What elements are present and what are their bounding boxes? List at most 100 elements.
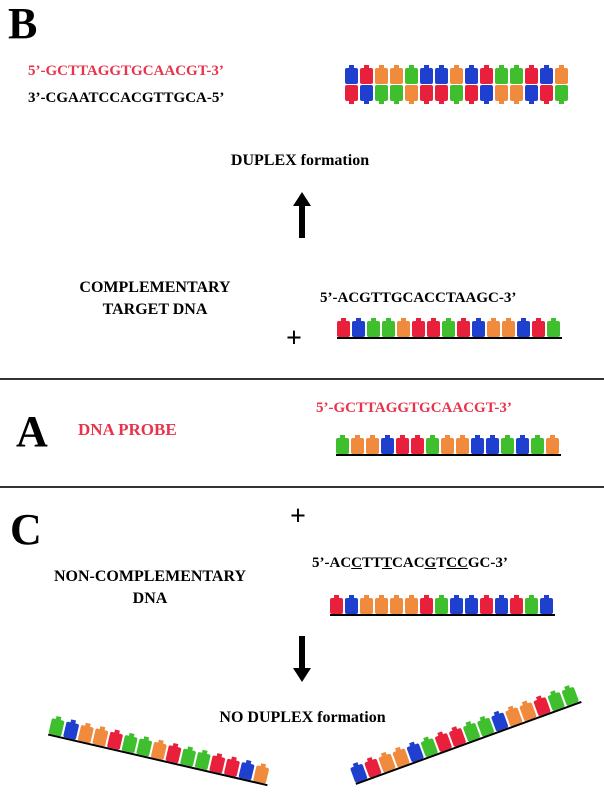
- base-block-G: [517, 321, 530, 337]
- base-notch: [499, 100, 504, 104]
- complementary-sequence: 5’-ACGTTGCACCTAAGC-3’: [320, 290, 517, 306]
- base-notch: [394, 595, 399, 599]
- no-duplex-formation-label: NO DUPLEX formation: [219, 709, 386, 726]
- base-notch: [484, 100, 489, 104]
- base-block-A: [405, 68, 418, 84]
- base-block-G: [345, 598, 358, 614]
- base-block-G: [420, 68, 433, 84]
- base-notch: [84, 722, 91, 728]
- base-block-A: [194, 752, 211, 770]
- base-notch: [172, 742, 179, 748]
- base-notch: [535, 695, 543, 701]
- base-block-A: [426, 438, 439, 454]
- base-block-C: [411, 438, 424, 454]
- base-block-G: [406, 743, 424, 762]
- base-block-C: [540, 85, 553, 101]
- base-notch: [491, 318, 496, 322]
- non-complementary-label-line2: DNA: [132, 590, 168, 607]
- complementary-label-line2: TARGET DNA: [102, 301, 208, 318]
- base-block-A: [421, 738, 438, 757]
- base-notch: [394, 65, 399, 69]
- base-notch: [340, 435, 345, 439]
- base-notch: [529, 100, 534, 104]
- base-block-G: [491, 712, 509, 732]
- base-notch: [439, 100, 444, 104]
- base-notch: [505, 435, 510, 439]
- base-block-A: [510, 68, 523, 84]
- base-notch: [394, 100, 399, 104]
- base-block-G: [480, 85, 493, 101]
- base-notch: [245, 759, 252, 765]
- base-block-A: [382, 321, 395, 337]
- base-block-T: [397, 321, 410, 337]
- base-block-G: [63, 721, 79, 740]
- base-block-C: [330, 598, 343, 614]
- base-notch: [409, 100, 414, 104]
- base-notch: [370, 435, 375, 439]
- base-notch: [128, 732, 135, 738]
- base-block-T: [390, 598, 403, 614]
- base-notch: [400, 435, 405, 439]
- base-block-G: [540, 68, 553, 84]
- base-block-A: [561, 687, 579, 706]
- base-block-A: [531, 438, 544, 454]
- base-block-G: [360, 85, 373, 101]
- base-notch: [484, 65, 489, 69]
- base-block-A: [477, 717, 494, 737]
- base-notch: [157, 739, 164, 745]
- base-block-T: [502, 321, 515, 337]
- base-block-C: [165, 745, 182, 764]
- base-notch: [514, 100, 519, 104]
- sequence-segment: TT: [362, 555, 383, 571]
- base-block-A: [501, 438, 514, 454]
- base-block-A: [375, 85, 388, 101]
- base-notch: [352, 762, 359, 768]
- base-notch: [430, 435, 435, 439]
- base-notch: [451, 726, 458, 732]
- base-block-C: [427, 321, 440, 337]
- base-block-G: [465, 598, 478, 614]
- complementary-target-label: COMPLEMENTARY TARGET DNA: [10, 277, 300, 321]
- base-block-T: [253, 765, 269, 784]
- base-notch: [187, 746, 193, 752]
- base-block-C: [209, 755, 226, 774]
- base-block-C: [533, 697, 551, 716]
- probe-sequence-b: 5’-GCTTAGGTGCAACGT-3’: [28, 63, 224, 79]
- divider-bottom: [0, 486, 604, 488]
- base-notch: [445, 435, 450, 439]
- complementary-strand-diagram: [337, 318, 562, 339]
- base-notch: [544, 100, 549, 104]
- panel-letter-b: B: [8, 0, 38, 48]
- base-block-A: [555, 85, 568, 101]
- base-notch: [469, 65, 474, 69]
- base-notch: [364, 65, 369, 69]
- base-notch: [521, 318, 526, 322]
- base-block-G: [381, 438, 394, 454]
- base-notch: [520, 435, 525, 439]
- backbone-line: [47, 733, 268, 787]
- sequence-segment: GC-3’: [467, 555, 508, 571]
- base-block-T: [495, 85, 508, 101]
- base-notch: [550, 690, 557, 696]
- base-block-C: [457, 321, 470, 337]
- sequence-segment: CAC: [392, 555, 425, 571]
- base-notch: [437, 731, 444, 737]
- mismatch-base: G: [424, 555, 437, 571]
- base-notch: [355, 435, 360, 439]
- base-block-A: [442, 321, 455, 337]
- base-notch: [401, 318, 406, 322]
- base-block-T: [405, 85, 418, 101]
- base-block-T: [510, 85, 523, 101]
- base-block-C: [480, 68, 493, 84]
- base-notch: [559, 100, 564, 104]
- base-notch: [484, 595, 489, 599]
- base-block-T: [519, 702, 537, 721]
- base-notch: [349, 100, 354, 104]
- fragment-group: [350, 685, 582, 785]
- base-block-A: [136, 738, 152, 757]
- base-notch: [521, 700, 528, 707]
- base-notch: [544, 65, 549, 69]
- base-notch: [454, 595, 459, 599]
